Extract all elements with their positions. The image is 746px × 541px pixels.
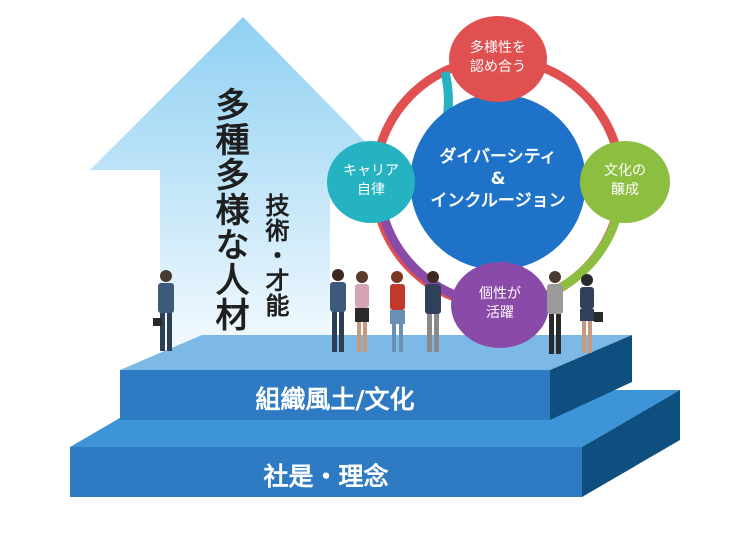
center-label-line1: ダイバーシティ (439, 147, 557, 167)
center-circle (410, 94, 586, 270)
top-label-line2: 認め合う (470, 58, 526, 75)
center-label: ダイバーシティ & インクルージョン (420, 146, 576, 212)
left-circle (327, 141, 415, 223)
pair-shaking-hands (330, 269, 369, 352)
bottom-circle (451, 262, 549, 348)
woman-with-tablet (390, 271, 405, 352)
bottom-circle-label: 個性が 活躍 (455, 285, 545, 323)
bottom-label-line2: 活躍 (486, 304, 514, 321)
growth-arrow (90, 17, 393, 345)
person-with-briefcase-left (153, 270, 174, 351)
man-with-phone (425, 271, 441, 352)
top-circle-label: 多様性を 認め合う (452, 39, 544, 77)
right-label-line2: 醸成 (611, 181, 639, 198)
top-circle (449, 16, 547, 102)
top-label-line1: 多様性を (470, 40, 526, 56)
upper-step-label: 組織風土/文化 (255, 385, 415, 414)
left-label-line1: キャリア (343, 163, 399, 179)
woman-with-bag-right (580, 274, 603, 353)
arrow-main-text: 多種多様な人材 (209, 87, 249, 332)
right-circle (580, 141, 670, 223)
right-label-line1: 文化の (604, 163, 646, 179)
left-label-line2: 自律 (357, 181, 385, 198)
lower-step-label: 社是・理念 (263, 462, 389, 491)
upper-step (120, 335, 632, 420)
left-circle-label: キャリア 自律 (330, 162, 412, 200)
center-label-line3: インクルージョン (430, 191, 566, 212)
center-label-line2: & (490, 169, 506, 190)
bottom-label-line1: 個性が (479, 286, 521, 302)
arrow-sub-text: 技術・才能 (261, 193, 289, 318)
man-standing-right (547, 271, 563, 354)
right-circle-label: 文化の 醸成 (584, 162, 666, 200)
